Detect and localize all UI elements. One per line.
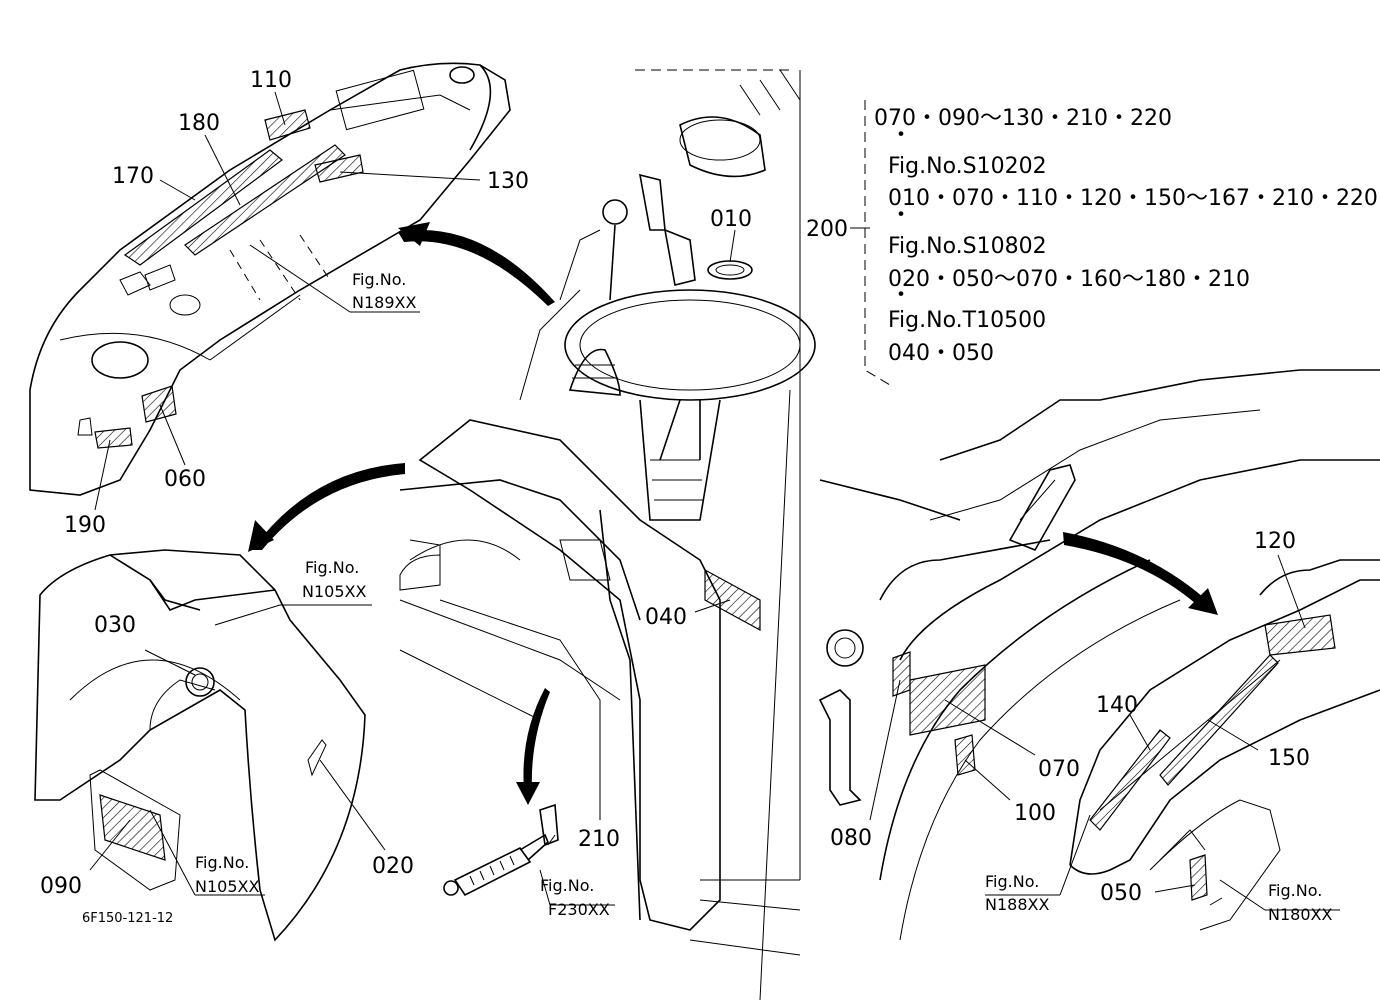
fig-ref-f230-prefix: Fig.No. xyxy=(540,876,594,895)
label-040: 040 xyxy=(645,605,687,630)
tractor-body-drawing xyxy=(399,69,1380,1001)
left-fender-drawing xyxy=(34,549,386,942)
drawing-code: 6F150-121-12 xyxy=(82,911,173,926)
label-060: 060 xyxy=(164,467,206,492)
label-120: 110 xyxy=(250,68,292,93)
label-010: 010 xyxy=(710,207,752,232)
reference-box: 070・090〜130・210・220・Fig.No.S10202010・070… xyxy=(860,100,1378,386)
label-070: 070 xyxy=(1038,757,1080,782)
reference-line: 070・090〜130・210・220 xyxy=(874,106,1172,131)
reference-line: Fig.No.S10802 xyxy=(888,234,1047,259)
fig-ref-n180-code: N180XX xyxy=(1268,905,1332,924)
reference-line: 020・050〜070・160〜180・210 xyxy=(888,267,1250,292)
label-180: 180 xyxy=(178,111,220,136)
label-090: 090 xyxy=(40,874,82,899)
label-170: 170 xyxy=(112,164,154,189)
reference-line: ・ xyxy=(890,283,912,308)
label-030: 030 xyxy=(94,613,136,638)
reference-line: ・ xyxy=(890,203,912,228)
label-110: 120 xyxy=(1254,529,1296,554)
fig-ref-n188-prefix: Fig.No. xyxy=(985,872,1039,891)
fig-ref-n105b-code: N105XX xyxy=(195,877,259,896)
reference-line: ・ xyxy=(890,123,912,148)
label-200: 200 xyxy=(806,217,848,242)
label-130: 130 xyxy=(487,169,529,194)
dashboard-panel-drawing xyxy=(29,62,511,511)
reference-line: 010・070・110・120・150〜167・210・220 xyxy=(888,186,1378,211)
label-150: 150 xyxy=(1268,746,1310,771)
fig-ref-n189-prefix: Fig.No. xyxy=(352,270,406,289)
fig-ref-n105b-prefix: Fig.No. xyxy=(195,853,249,872)
right-fender-drawing xyxy=(985,554,1380,931)
label-140: 140 xyxy=(1096,693,1138,718)
fig-ref-n105a-prefix: Fig.No. xyxy=(305,558,359,577)
label-050: 050 xyxy=(1100,881,1142,906)
label-080: 080 xyxy=(830,826,872,851)
label-020: 020 xyxy=(372,854,414,879)
fig-ref-n105a-code: N105XX xyxy=(302,582,366,601)
reference-line: Fig.No.S10202 xyxy=(888,154,1047,179)
label-190: 190 xyxy=(64,513,106,538)
direction-arrows xyxy=(248,222,1218,805)
reference-line: 040・050 xyxy=(888,341,994,366)
label-100: 100 xyxy=(1014,801,1056,826)
part-labels: 110 180 170 130 060 190 030 020 090 010 … xyxy=(40,68,1310,906)
fig-ref-n180-prefix: Fig.No. xyxy=(1268,881,1322,900)
fig-ref-f230-code: F230XX xyxy=(548,900,610,919)
fig-ref-n188-code: N188XX xyxy=(985,895,1049,914)
fig-ref-n189-code: N189XX xyxy=(352,293,416,312)
label-210: 210 xyxy=(578,827,620,852)
figure-references: Fig.No. N189XX Fig.No. N105XX Fig.No. N1… xyxy=(82,270,1332,926)
reference-line: Fig.No.T10500 xyxy=(888,308,1046,333)
